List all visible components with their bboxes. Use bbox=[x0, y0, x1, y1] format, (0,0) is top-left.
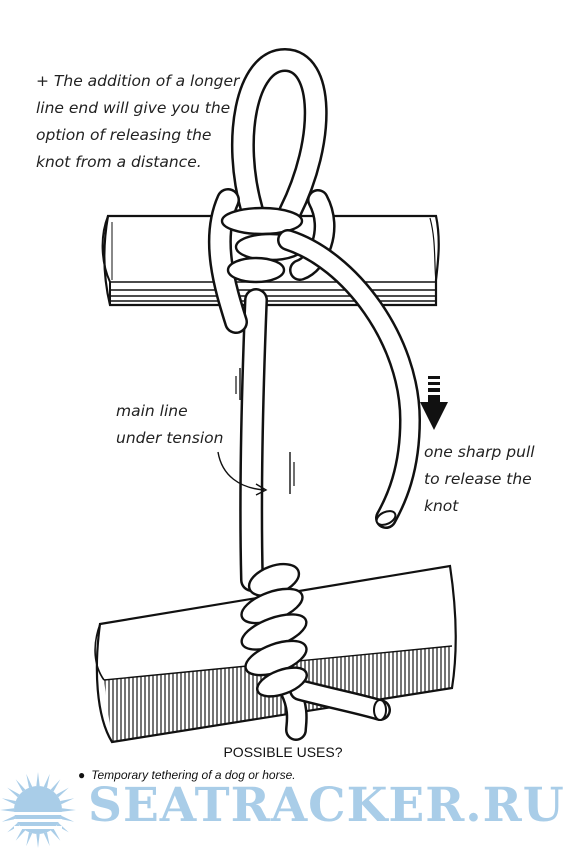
sun-ray bbox=[56, 822, 69, 833]
watermark-text: SEATRACKER.RU bbox=[88, 778, 565, 833]
pull-release-label: one sharp pull to release the knot bbox=[424, 443, 535, 515]
sun-ray bbox=[56, 787, 69, 798]
release-note: + The addition of a longer line end will… bbox=[36, 72, 240, 171]
upper-loop bbox=[230, 47, 328, 224]
main-line-label: main line under tension bbox=[116, 402, 224, 447]
possible-uses-item: ● Temporary tethering of a dog or horse. bbox=[78, 768, 296, 782]
sun-ray bbox=[60, 798, 75, 805]
sun-wave-line bbox=[14, 826, 62, 829]
main-line-pointer bbox=[217, 451, 265, 491]
sun-ray bbox=[7, 787, 20, 798]
lower-knot bbox=[240, 562, 391, 741]
pull-down-arrow-icon bbox=[420, 376, 448, 430]
sun-ray bbox=[1, 815, 16, 822]
sun-wave-line bbox=[14, 819, 62, 822]
possible-uses-heading: POSSIBLE USES? bbox=[223, 744, 343, 760]
sun-ray bbox=[43, 773, 50, 788]
release-tail bbox=[277, 229, 422, 529]
sun-ray bbox=[36, 833, 40, 848]
sun-ray bbox=[0, 808, 15, 812]
bullet-icon: ● bbox=[78, 768, 86, 782]
seatracker-sun-logo bbox=[0, 772, 76, 848]
sun-ray bbox=[1, 798, 16, 805]
sun-ray bbox=[15, 779, 26, 792]
sun-ray bbox=[50, 779, 61, 792]
sun-ray bbox=[36, 772, 40, 787]
possible-uses-item-text: Temporary tethering of a dog or horse. bbox=[91, 768, 296, 782]
sun-ray bbox=[50, 828, 61, 841]
sun-ray bbox=[43, 832, 50, 847]
main-line-rope bbox=[235, 288, 295, 592]
sun-ray bbox=[60, 815, 75, 822]
sun-ray bbox=[26, 773, 33, 788]
main-line-pointer-arrowhead bbox=[255, 483, 268, 496]
sun-ray bbox=[15, 828, 26, 841]
sun-ray bbox=[7, 822, 20, 833]
sun-ray bbox=[26, 832, 33, 847]
sun-wave-line bbox=[14, 812, 62, 815]
sun-ray bbox=[61, 808, 76, 812]
